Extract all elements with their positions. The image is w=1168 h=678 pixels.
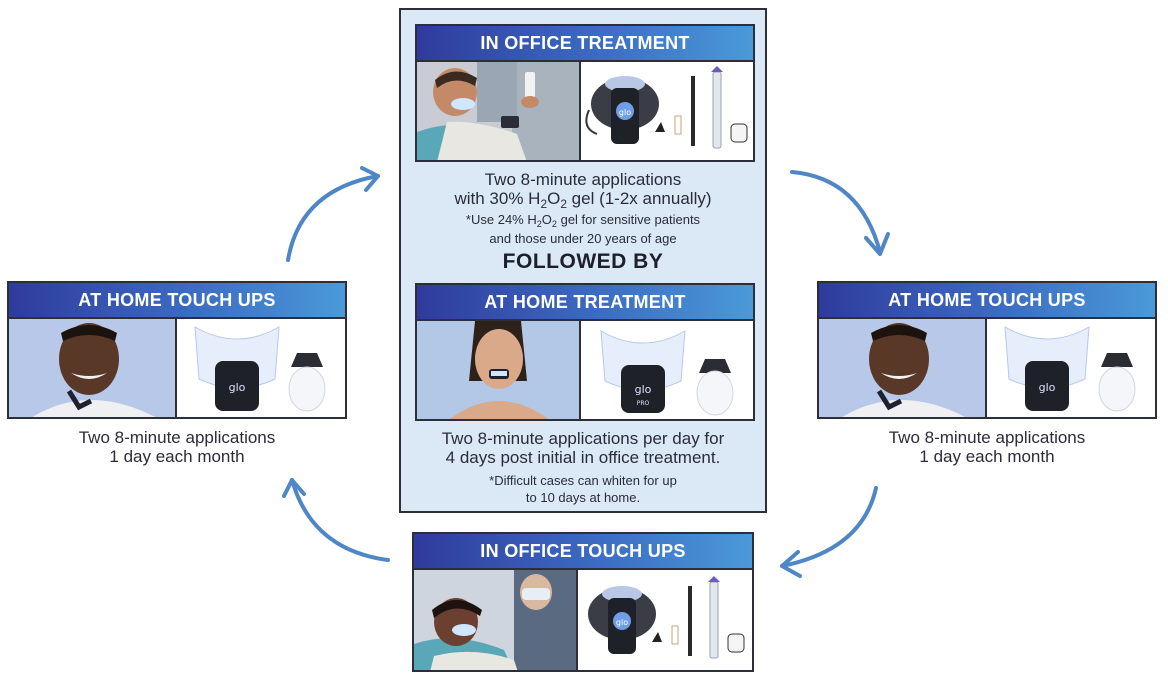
right-touchup-title: AT HOME TOUCH UPS — [819, 283, 1155, 317]
left-touchup-card: AT HOME TOUCH UPS glo — [7, 281, 347, 419]
home-treatment-note1: *Difficult cases can whiten for up — [489, 473, 677, 488]
bottom-products-image: glo — [578, 570, 752, 670]
left-products-image: glo — [177, 319, 345, 417]
arrow-bottom-left — [282, 478, 390, 562]
office-treatment-line1: Two 8-minute applications — [484, 170, 682, 189]
office-patient-photo — [417, 62, 581, 160]
bottom-patient-photo — [414, 570, 578, 670]
office-treatment-line2: with 30% H2O2 gel (1-2x annually) — [454, 189, 712, 212]
home-treatment-line2: 4 days post initial in office treatment. — [445, 448, 721, 467]
right-touchup-card: AT HOME TOUCH UPS glo — [817, 281, 1157, 419]
office-products-image: glo — [581, 62, 753, 160]
home-treatment-line1: Two 8-minute applications per day for — [441, 429, 725, 448]
svg-text:glo: glo — [616, 618, 628, 627]
left-touchup-title: AT HOME TOUCH UPS — [9, 283, 345, 317]
left-touchup-line2: 1 day each month — [109, 447, 245, 466]
right-touchup-line1: Two 8-minute applications — [888, 428, 1086, 447]
home-treatment-note2: to 10 days at home. — [525, 490, 641, 505]
left-man-photo — [9, 319, 177, 417]
home-patient-photo — [417, 321, 581, 419]
left-touchup-line1: Two 8-minute applications — [78, 428, 276, 447]
home-treatment-card: AT HOME TREATMENT glo PRO — [415, 283, 755, 421]
home-treatment-title: AT HOME TREATMENT — [417, 285, 753, 319]
arrow-bottom-right — [780, 486, 878, 578]
right-man-photo — [819, 319, 987, 417]
office-treatment-note2: and those under 20 years of age — [489, 231, 677, 246]
device-logo-text: glo — [619, 108, 631, 117]
arrow-top-right — [790, 170, 890, 256]
svg-text:PRO: PRO — [637, 400, 650, 407]
center-panel: IN OFFICE TREATMENT — [399, 8, 767, 513]
arrow-top-left — [286, 166, 380, 262]
bottom-touchup-card: IN OFFICE TOUCH UPS glo — [412, 532, 754, 672]
right-products-image: glo — [987, 319, 1155, 417]
office-treatment-title: IN OFFICE TREATMENT — [417, 26, 753, 60]
followed-by-heading: FOLLOWED BY — [502, 250, 664, 273]
right-touchup-line2: 1 day each month — [919, 447, 1055, 466]
office-treatment-card: IN OFFICE TREATMENT — [415, 24, 755, 162]
home-products-image: glo PRO — [581, 321, 753, 419]
office-treatment-note1: *Use 24% H2O2 gel for sensitive patients — [465, 212, 701, 230]
bottom-touchup-title: IN OFFICE TOUCH UPS — [414, 534, 752, 568]
svg-text:glo: glo — [635, 383, 652, 396]
svg-text:glo: glo — [229, 381, 246, 394]
svg-text:glo: glo — [1039, 381, 1056, 394]
